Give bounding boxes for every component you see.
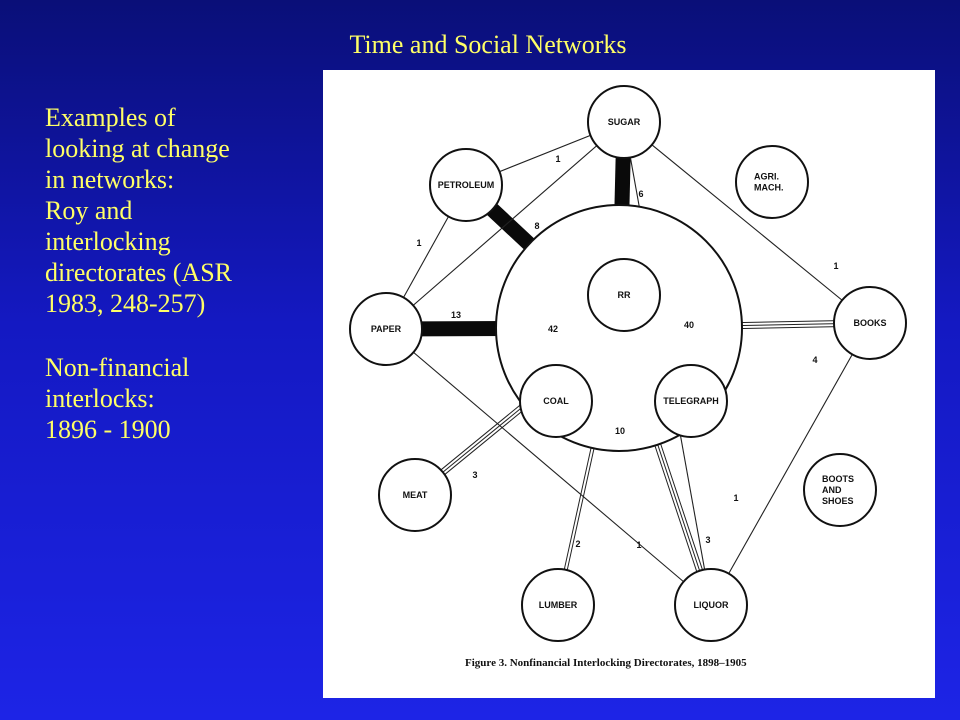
node-books-label: BOOKS bbox=[853, 318, 886, 328]
node-books: BOOKS bbox=[833, 286, 907, 360]
edge-weight-liquor-hub: 3 bbox=[705, 535, 710, 545]
node-meat-label: MEAT bbox=[403, 490, 428, 500]
interlocks-paragraph: Non-financial interlocks: 1896 - 1900 bbox=[45, 353, 190, 444]
node-telegraph-circle bbox=[654, 364, 728, 438]
node-liquor-circle bbox=[674, 568, 748, 642]
node-sugar-circle bbox=[587, 85, 661, 159]
node-liquor: LIQUOR bbox=[674, 568, 748, 642]
edge-weight-rr-coal: 42 bbox=[548, 324, 558, 334]
edge-books-liquor bbox=[710, 322, 871, 606]
edge-weight-lumber-hub: 2 bbox=[575, 539, 580, 549]
node-rr: RR bbox=[587, 258, 661, 332]
edge-weight-paper-liquor: 1 bbox=[636, 540, 641, 550]
edge-weight-coal-telegraph: 10 bbox=[615, 426, 625, 436]
node-coal-label: COAL bbox=[543, 396, 569, 406]
node-paper-label: PAPER bbox=[371, 324, 402, 334]
node-meat-circle bbox=[378, 458, 452, 532]
node-agri-circle bbox=[735, 145, 809, 219]
network-diagram: SUGAR PETROLEUM AGRI.MACH. PAPER BOOKS RR COAL… bbox=[349, 85, 907, 669]
edge-weight-books-liquor: 1 bbox=[733, 493, 738, 503]
node-rr-label: RR bbox=[618, 290, 631, 300]
node-petroleum-label: PETROLEUM bbox=[438, 180, 495, 190]
node-agri-label: AGRI.MACH. bbox=[754, 172, 784, 193]
edge-paper-liquor bbox=[385, 328, 712, 606]
nodes-layer: SUGAR PETROLEUM AGRI.MACH. PAPER BOOKS RR COAL… bbox=[349, 85, 907, 642]
node-petroleum: PETROLEUM bbox=[429, 148, 503, 222]
edge-sugar-paper bbox=[385, 121, 625, 330]
edge-weight-books-hub: 4 bbox=[812, 355, 817, 365]
node-books-circle bbox=[833, 286, 907, 360]
edge-weight-sugar-hub: 6 bbox=[638, 189, 643, 199]
edge-weight-sugar-petroleum: 1 bbox=[555, 154, 560, 164]
node-rr-circle bbox=[587, 258, 661, 332]
node-telegraph: TELEGRAPH bbox=[654, 364, 728, 438]
edge-labels-layer: 42 40 10 6 8 13 4 3 2 3 1 1 1 1 1 bbox=[416, 154, 838, 550]
node-meat: MEAT bbox=[378, 458, 452, 532]
node-lumber-label: LUMBER bbox=[539, 600, 578, 610]
node-liquor-label: LIQUOR bbox=[694, 600, 729, 610]
edge-weight-petroleum-hub: 8 bbox=[534, 221, 539, 231]
node-lumber: LUMBER bbox=[521, 568, 595, 642]
intro-paragraph: Examples of looking at change in network… bbox=[45, 103, 233, 318]
figure-caption: Figure 3. Nonfinancial Interlocking Dire… bbox=[465, 657, 747, 669]
node-coal-circle bbox=[519, 364, 593, 438]
edge-weight-paper-hub: 13 bbox=[451, 310, 461, 320]
node-paper: PAPER bbox=[349, 292, 423, 366]
node-lumber-circle bbox=[521, 568, 595, 642]
node-telegraph-label: TELEGRAPH bbox=[663, 396, 719, 406]
node-sugar-label: SUGAR bbox=[608, 117, 641, 127]
edge-weight-meat-hub: 3 bbox=[472, 470, 477, 480]
node-boots-circle bbox=[803, 453, 877, 527]
node-coal: COAL bbox=[519, 364, 593, 438]
node-petroleum-circle bbox=[429, 148, 503, 222]
node-agri: AGRI.MACH. bbox=[735, 145, 809, 219]
edge-weight-sugar-books: 1 bbox=[833, 261, 838, 271]
node-sugar: SUGAR bbox=[587, 85, 661, 159]
edge-weight-petroleum-paper: 1 bbox=[416, 238, 421, 248]
slide-title: Time and Social Networks bbox=[349, 30, 627, 59]
edge-sugar-books bbox=[623, 121, 871, 324]
edge-weight-rr-telegraph: 40 bbox=[684, 320, 694, 330]
network-figure: SUGAR PETROLEUM AGRI.MACH. PAPER BOOKS RR COAL… bbox=[323, 70, 935, 698]
node-paper-circle bbox=[349, 292, 423, 366]
